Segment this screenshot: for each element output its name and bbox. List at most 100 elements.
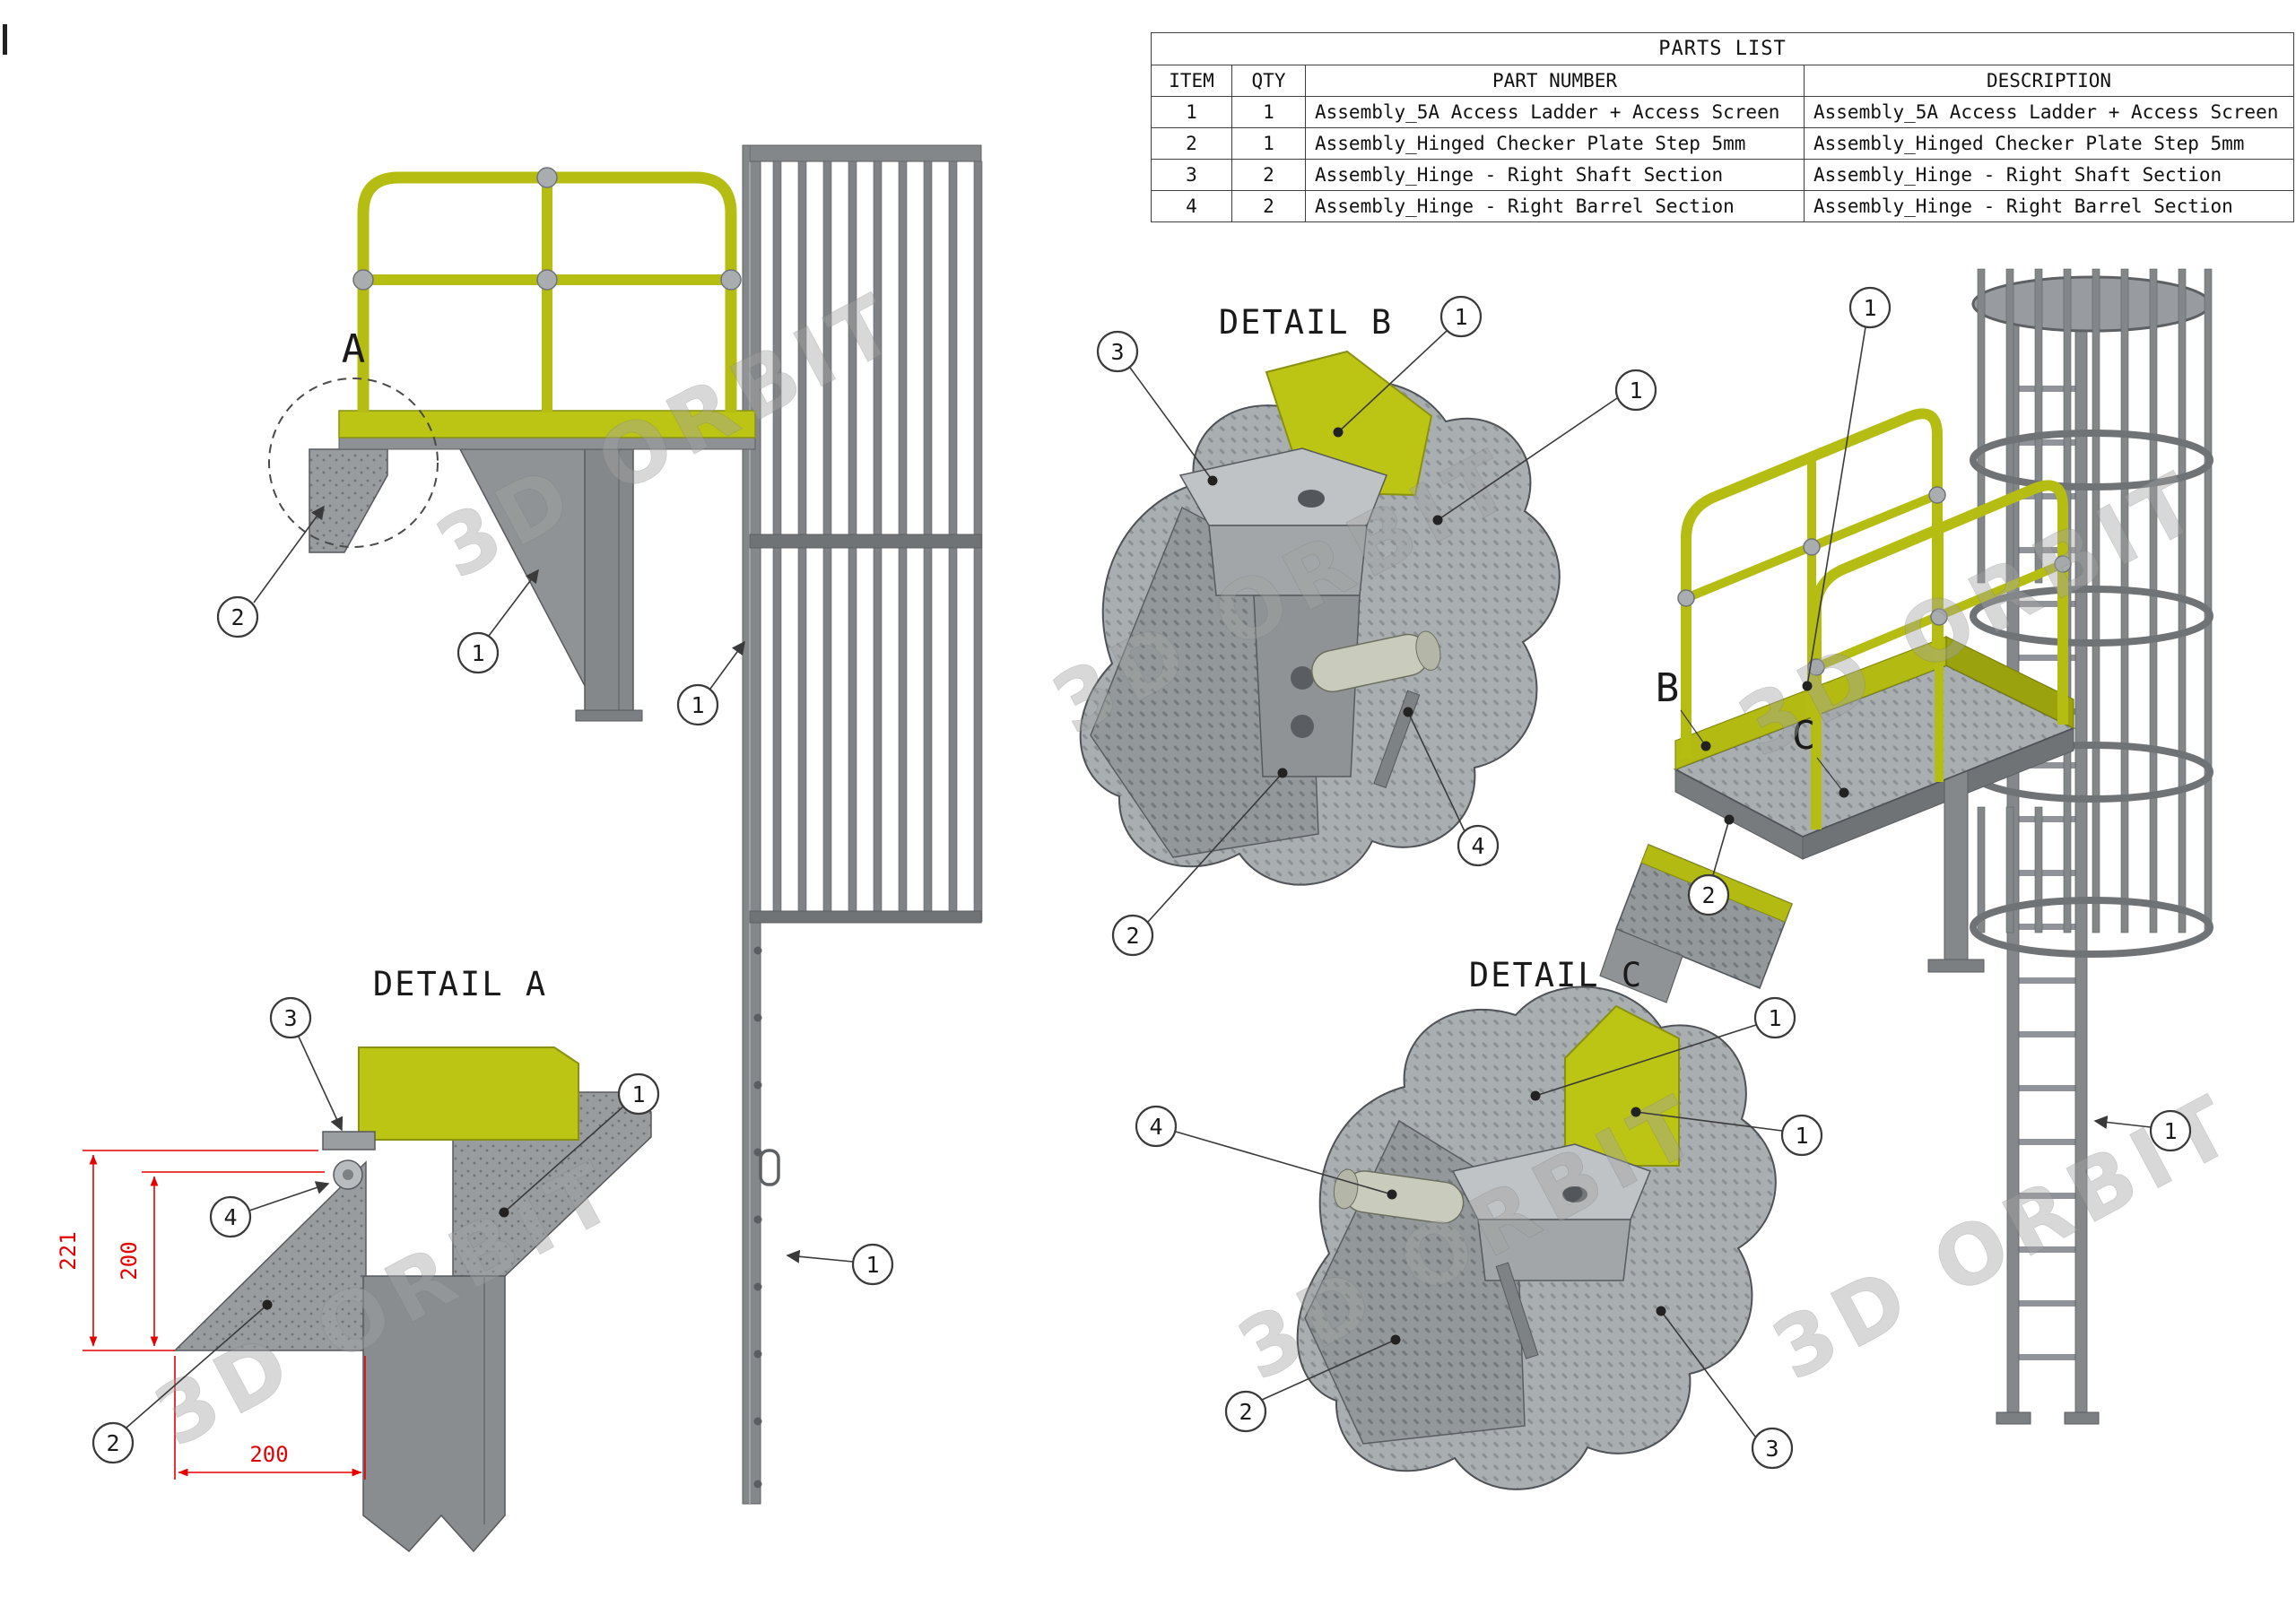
svg-text:3: 3 [1765,1436,1779,1462]
hinged-step-side [309,448,388,553]
parts-list-table: PARTS LIST ITEM QTY PART NUMBER DESCRIPT… [1150,32,2295,222]
iso-rail-fittings [1677,486,2072,676]
cage-band [749,534,982,549]
detail-a-circle [268,378,439,548]
svg-text:1: 1 [1454,304,1467,330]
post-base [575,709,643,722]
parts-list-row: 2 1 Assembly_Hinged Checker Plate Step 5… [1151,127,2295,160]
col-header-item: ITEM [1151,65,1232,97]
sheet-edge-mark [3,24,7,55]
balloon-detail-a-barrel: 4 [209,1181,330,1238]
cell-part-number: Assembly_Hinge - Right Barrel Section [1305,190,1805,222]
support-column-section [362,1275,506,1553]
detail-a-region-label: A [342,326,366,372]
hinge-plate [322,1131,376,1150]
cell-qty: 1 [1231,127,1306,160]
parts-list-title-row: PARTS LIST [1150,32,2295,65]
dimension-height-inner: 200 [117,1171,325,1347]
kick-plate-corner [1564,1004,1680,1167]
hinge-pin [1495,1262,1539,1359]
balloon-callouts: 2 1 1 1 3 1 4 [91,286,2192,1470]
col-header-qty: QTY [1231,65,1306,97]
detail-c-region-label: C [1792,713,1816,759]
kick-plate-right [1945,636,2074,729]
iso-platform [1673,636,2076,973]
col-header-description: DESCRIPTION [1803,65,2295,97]
balloon-side-ladder-bottom: 1 [786,1243,894,1286]
svg-text:1: 1 [865,1252,879,1278]
cell-part-number: Assembly_5A Access Ladder + Access Scree… [1305,96,1805,128]
balloon-detail-a-step: 2 [91,1299,273,1464]
balloon-detail-c-shaft: 3 [1656,1306,1794,1470]
balloon-detail-c-step: 2 [1224,1334,1401,1433]
svg-text:2: 2 [106,1430,119,1456]
label-b-leader [1680,709,1711,751]
svg-text:1: 1 [1795,1123,1808,1149]
balloon-detail-b-ladder-right: 1 [1432,369,1657,525]
kick-plate-section [358,1046,579,1141]
cell-item: 2 [1151,127,1232,160]
platform-post [1944,752,1969,960]
platform-post-base [1927,959,1985,973]
svg-text:1: 1 [471,640,484,666]
hinge-shaft-bracket [1451,1143,1651,1281]
svg-text:2: 2 [1701,882,1715,908]
rung-marks [753,946,762,1489]
cell-qty: 1 [1231,96,1306,128]
parts-list-title: PARTS LIST [1150,32,2295,65]
detail-a-title: DETAIL A [373,965,547,1003]
parts-list-header-row: ITEM QTY PART NUMBER DESCRIPTION [1151,65,2295,97]
dim-221: 221 [56,1231,81,1270]
cell-description: Assembly_Hinge - Right Barrel Section [1803,190,2295,222]
cell-description: Assembly_Hinge - Right Shaft Section [1803,159,2295,191]
balloon-detail-b-barrel: 4 [1403,707,1500,867]
svg-text:1: 1 [1629,378,1642,404]
balloon-detail-b-ladder-top: 1 [1333,295,1483,438]
detail-b-region-label: B [1656,665,1680,711]
balloon-side-ladder-top: 1 [457,569,539,674]
iso-handrails [1677,408,2072,829]
col-header-part-number: PART NUMBER [1305,65,1805,97]
cell-qty: 2 [1231,190,1306,222]
parts-list-row: 4 2 Assembly_Hinge - Right Barrel Sectio… [1151,190,2295,222]
dim-200-vertical: 200 [117,1241,142,1280]
cell-item: 4 [1151,190,1232,222]
side-handrail [352,167,742,412]
open-step-section [173,1160,367,1351]
svg-text:2: 2 [1239,1399,1252,1425]
balloon-detail-c-barrel: 4 [1135,1105,1397,1200]
dimension-height-outer: 221 [56,1150,318,1351]
cell-qty: 2 [1231,159,1306,191]
parts-list-row: 3 2 Assembly_Hinge - Right Shaft Section… [1151,159,2295,191]
balloon-iso-ladder-top: 1 [1802,286,1892,691]
svg-text:4: 4 [223,1204,237,1230]
balloon-detail-c-ladder-top: 1 [1530,996,1796,1101]
side-cage [742,144,983,1505]
balloon-detail-a-shaft: 3 [269,996,344,1132]
hinge-barrel [1311,630,1441,693]
svg-text:3: 3 [283,1005,297,1031]
detail-b-view: DETAIL B [1079,303,1561,886]
ladder-foot [2064,1411,2100,1425]
cage-hoops [1970,430,2213,958]
cell-item: 3 [1151,159,1232,191]
svg-text:1: 1 [691,692,704,718]
svg-text:1: 1 [1863,295,1876,321]
balloon-detail-a-ladder: 1 [499,1072,660,1218]
dim-200-horizontal: 200 [249,1442,288,1467]
cell-part-number: Assembly_Hinge - Right Shaft Section [1305,159,1805,191]
ladder-foot [1996,1411,2031,1425]
cage-band [749,910,982,924]
dimension-width: 200 [174,1356,366,1480]
cell-description: Assembly_5A Access Ladder + Access Scree… [1803,96,2295,128]
parts-list-row: 1 1 Assembly_5A Access Ladder + Access S… [1151,96,2295,128]
cell-item: 1 [1151,96,1232,128]
iso-view: B C [1599,268,2213,1425]
svg-text:4: 4 [1149,1114,1162,1140]
svg-text:1: 1 [2163,1118,2177,1144]
svg-text:3: 3 [1110,339,1124,365]
balloon-side-cage: 1 [676,640,745,726]
label-c-leader [1816,757,1849,798]
svg-text:4: 4 [1471,833,1484,859]
